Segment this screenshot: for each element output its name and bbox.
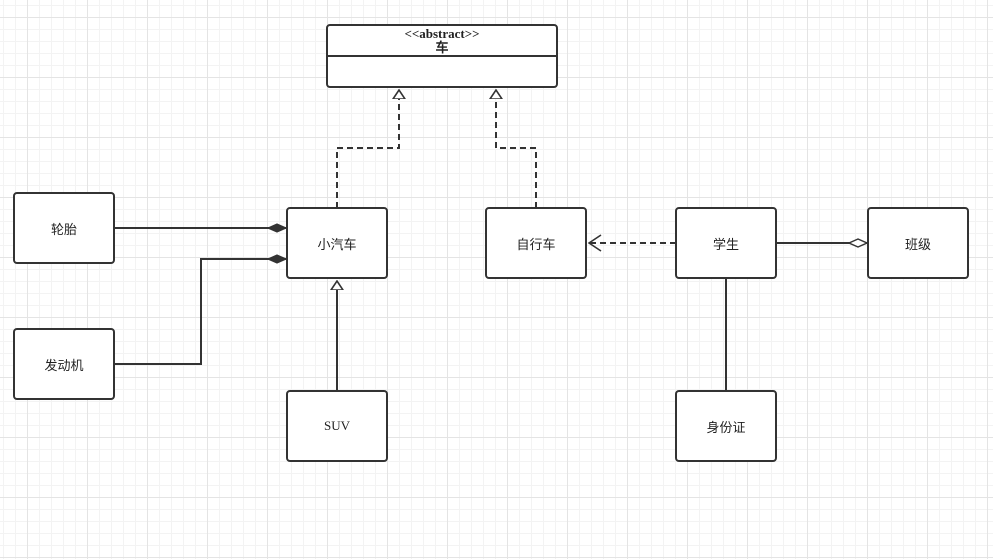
abstract-class-name: 车 (435, 40, 449, 55)
class-car-label: 小汽车 (317, 237, 357, 253)
class-car[interactable]: 小汽车 (286, 207, 388, 279)
bicycle-realization-edge (496, 90, 537, 208)
class-suv-label: SUV (323, 418, 350, 433)
class-student-label: 学生 (712, 237, 739, 253)
car-realization-edge (336, 90, 399, 208)
class-tire-label: 轮胎 (50, 222, 77, 238)
class-engine[interactable]: 发动机 (13, 328, 115, 400)
abstract-stereotype: <<abstract>> (404, 26, 480, 41)
class-suv[interactable]: SUV (286, 390, 388, 462)
class-id-card[interactable]: 身份证 (675, 390, 777, 462)
class-group-label: 班级 (904, 237, 931, 253)
class-bicycle-label: 自行车 (516, 237, 556, 253)
class-student[interactable]: 学生 (675, 207, 777, 279)
class-tire[interactable]: 轮胎 (13, 192, 115, 264)
class-engine-label: 发动机 (44, 358, 84, 374)
class-bicycle[interactable]: 自行车 (485, 207, 587, 279)
abstract-class-vehicle[interactable]: <<abstract>> 车 (326, 24, 558, 88)
class-group[interactable]: 班级 (867, 207, 969, 279)
abstract-class-header: <<abstract>> 车 (328, 26, 556, 57)
class-id-card-label: 身份证 (706, 420, 746, 436)
engine-composition-edge (114, 259, 286, 365)
